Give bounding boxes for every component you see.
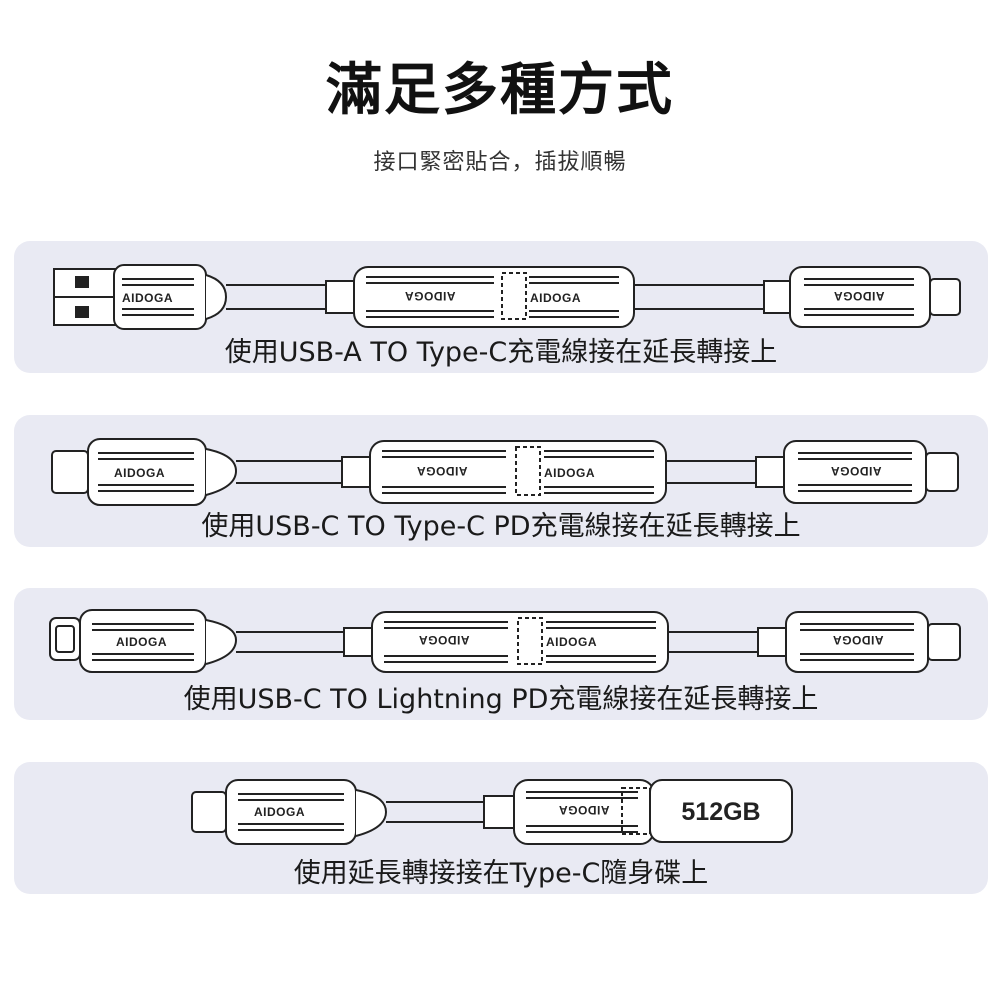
type-c-plug-icon: [929, 278, 961, 316]
svg-text:AIDOGA: AIDOGA: [544, 466, 595, 480]
panel-caption: 使用USB-C TO Type-C PD充電線接在延長轉接上: [201, 511, 801, 542]
svg-text:AIDOGA: AIDOGA: [419, 633, 470, 647]
type-c-plug-icon: [927, 623, 961, 661]
svg-text:AIDOGA: AIDOGA: [116, 635, 167, 649]
usb-c-to-type-c-panel: AIDOGA AIDOGA AIDOGA AIDOGA 使用USB-C TO T…: [14, 415, 988, 547]
svg-text:AIDOGA: AIDOGA: [405, 289, 456, 303]
panel-caption: 使用延長轉接接在Type-C隨身碟上: [293, 858, 709, 889]
svg-text:AIDOGA: AIDOGA: [114, 466, 165, 480]
usb-drive-illustration: AIDOGA AIDOGA 512GB: [191, 779, 793, 845]
type-c-plug-icon: [51, 450, 89, 494]
svg-text:AIDOGA: AIDOGA: [834, 289, 885, 303]
page-title: 滿足多種方式: [326, 57, 674, 123]
svg-text:AIDOGA: AIDOGA: [559, 803, 610, 817]
drive-capacity-label: 512GB: [681, 798, 760, 826]
type-c-plug-icon: [191, 791, 227, 833]
brand-label: AIDOGA: [122, 291, 173, 305]
usb-drive-body: [649, 779, 793, 843]
page-subtitle: 接口緊密貼合，插拔順暢: [373, 150, 627, 175]
panel-caption: 使用USB-A TO Type-C充電線接在延長轉接上: [224, 337, 778, 368]
svg-text:AIDOGA: AIDOGA: [417, 464, 468, 478]
lightning-cable-illustration: AIDOGA AIDOGA AIDOGA AIDOGA: [49, 609, 961, 673]
svg-text:AIDOGA: AIDOGA: [833, 633, 884, 647]
svg-text:AIDOGA: AIDOGA: [530, 291, 581, 305]
usb-a-cable-illustration: AIDOGA AIDOGA AIDOGA AIDOGA: [53, 264, 961, 330]
svg-text:AIDOGA: AIDOGA: [831, 464, 882, 478]
svg-text:AIDOGA: AIDOGA: [254, 805, 305, 819]
svg-text:AIDOGA: AIDOGA: [546, 635, 597, 649]
panel-caption: 使用USB-C TO Lightning PD充電線接在延長轉接上: [183, 684, 819, 715]
usb-a-to-type-c-panel: AIDOGA AIDOGA AIDOGA AIDOGA 使用USB-A TO T…: [14, 241, 988, 373]
type-c-drive-panel: AIDOGA AIDOGA 512GB 使用延長轉接接在Type-C隨身碟上: [14, 762, 988, 894]
usb-c-cable-illustration: AIDOGA AIDOGA AIDOGA AIDOGA: [51, 438, 959, 506]
usb-c-to-lightning-panel: AIDOGA AIDOGA AIDOGA AIDOGA 使用USB-C TO L…: [14, 588, 988, 720]
